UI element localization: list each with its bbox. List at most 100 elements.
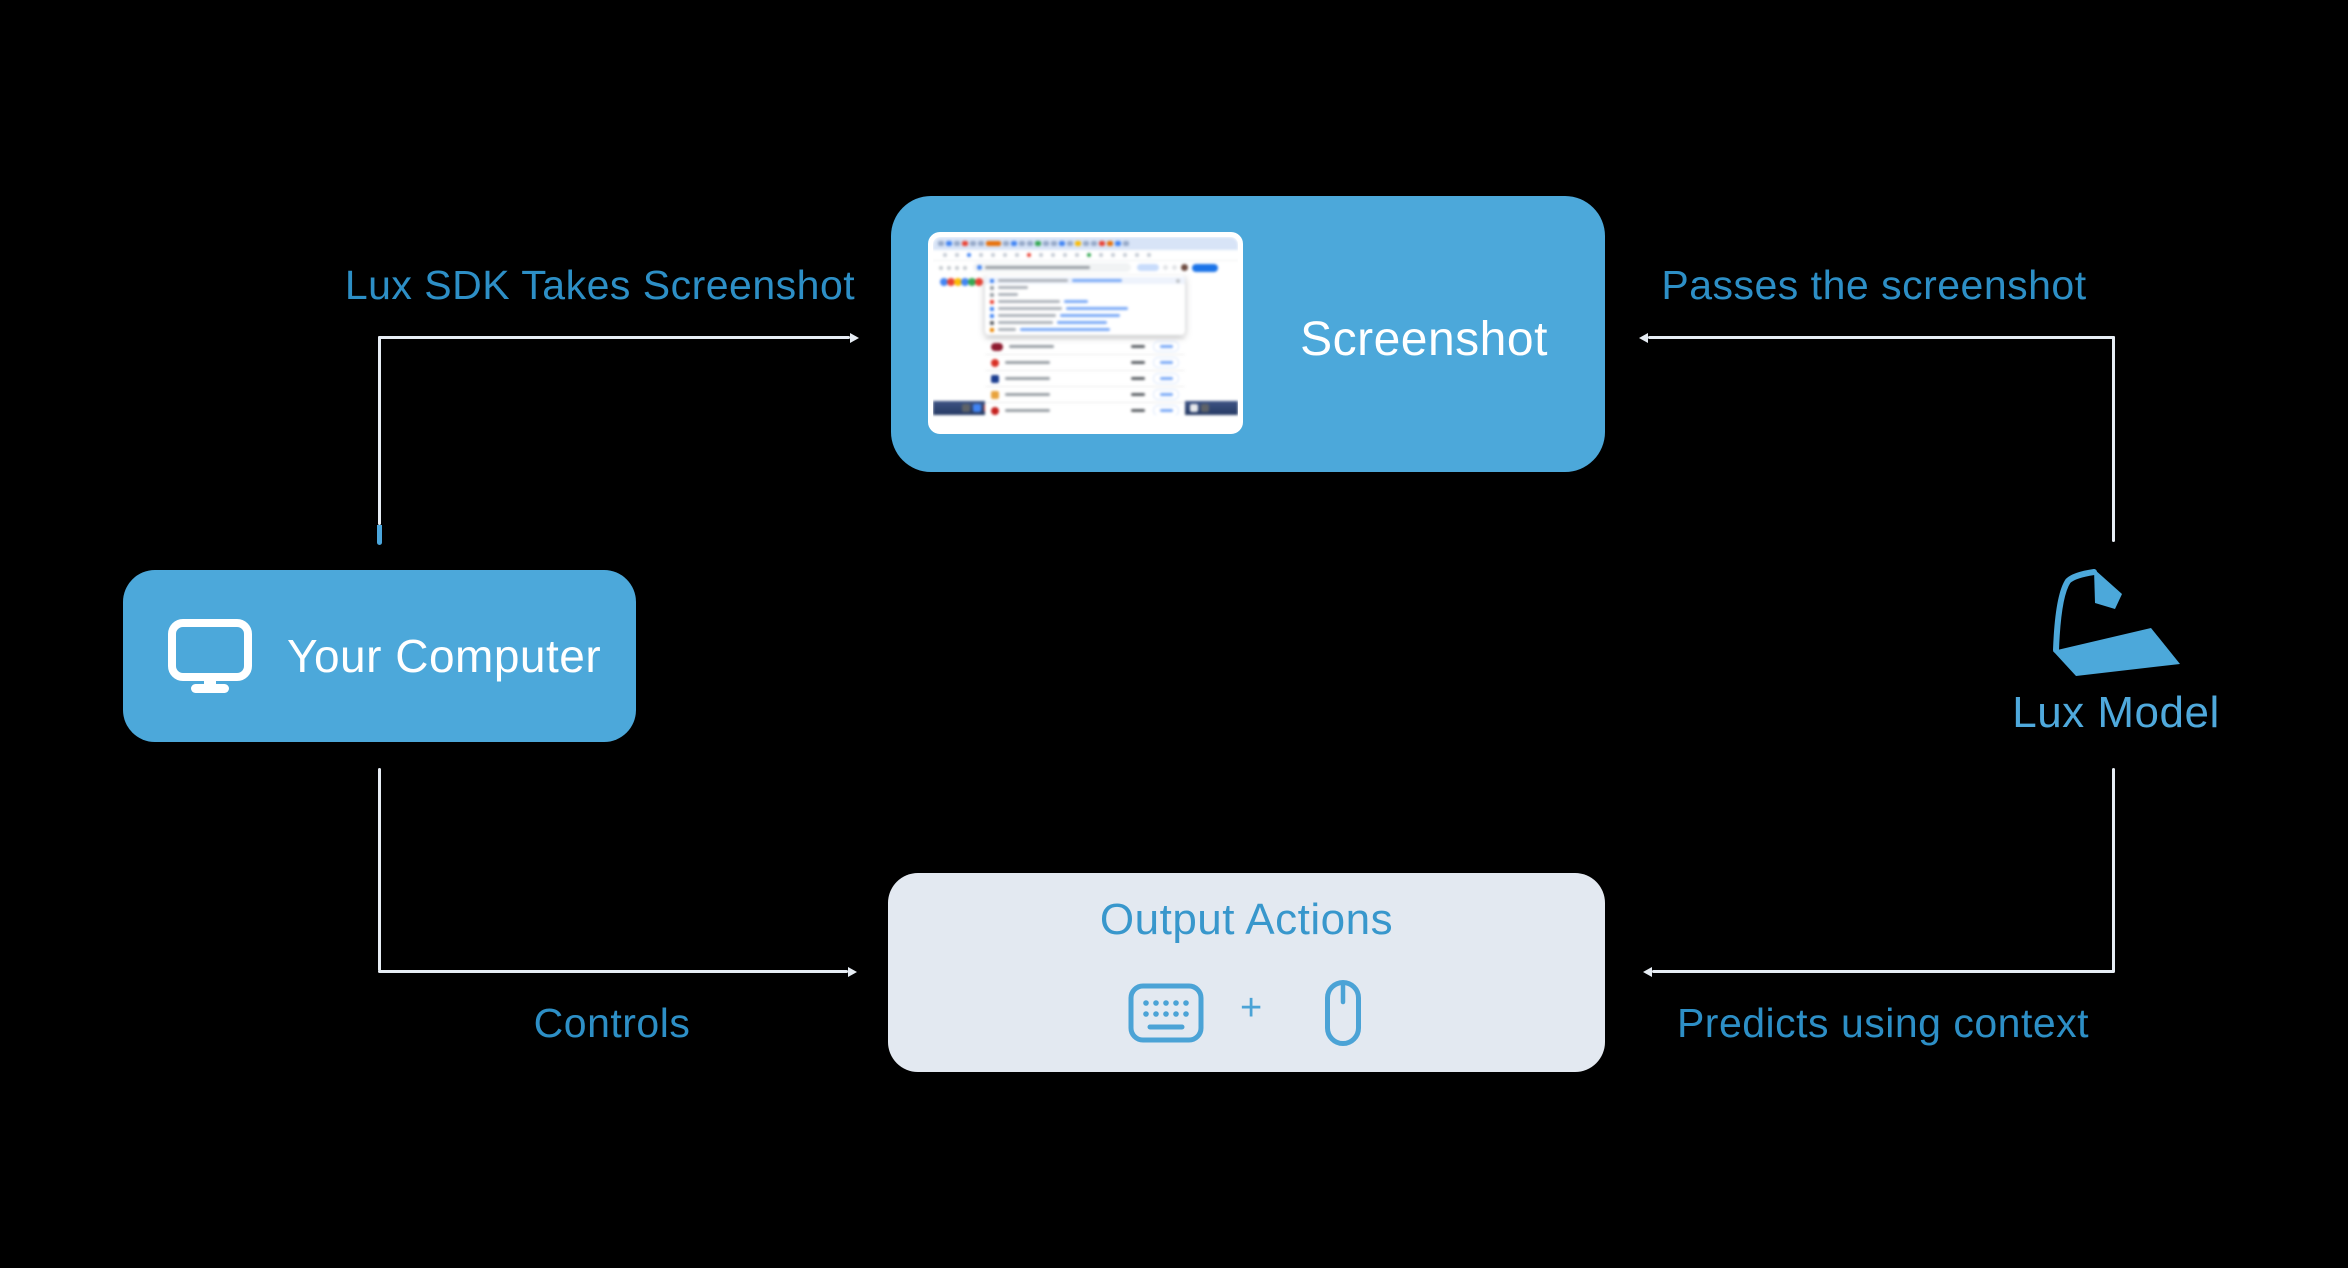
thumb-decor: [1039, 253, 1043, 257]
thumb-decor: [990, 285, 994, 290]
mouse-icon: [1325, 980, 1361, 1046]
thumb-decor: [998, 300, 1060, 303]
thumb-decor: [985, 319, 1185, 326]
thumb-decor: [1083, 241, 1089, 246]
thumb-decor: [985, 305, 1185, 312]
thumb-page-body: [933, 274, 1238, 415]
thumb-decor: [1063, 253, 1067, 257]
thumb-decor: [990, 306, 994, 311]
monitor-icon: [168, 619, 252, 693]
thumb-decor: [968, 278, 976, 286]
thumb-decor: [1059, 241, 1065, 246]
thumb-decor: [1163, 265, 1168, 270]
thumb-decor: [1087, 253, 1091, 257]
thumb-decor: [985, 386, 1185, 402]
thumb-decor: [998, 307, 1062, 310]
thumb-decor: [962, 241, 968, 246]
thumb-decor: [963, 265, 967, 270]
thumb-decor: [1009, 345, 1054, 348]
your-computer-label: Your Computer: [287, 630, 602, 682]
thumb-decor: [990, 278, 994, 283]
thumb-decor: [1153, 373, 1179, 384]
thumb-decor: [955, 265, 959, 270]
thumb-decor: [985, 284, 1185, 291]
thumb-decor: [990, 292, 994, 297]
connector-predicts-vertical: [2112, 768, 2115, 972]
node-screenshot: Screenshot: [891, 196, 1605, 472]
thumb-decor: [1123, 253, 1127, 257]
node-output-actions: Output Actions +: [888, 873, 1605, 1072]
thumb-decor: [1005, 361, 1050, 364]
thumb-decor: [1159, 377, 1173, 380]
thumb-decor: [985, 312, 1185, 319]
thumb-decor: [985, 402, 1185, 415]
thumb-decor: [985, 291, 1185, 298]
thumb-decor: [940, 278, 948, 286]
thumb-decor: [1051, 241, 1057, 246]
thumb-decor: [1019, 241, 1025, 246]
thumb-decor: [943, 253, 947, 257]
thumb-decor: [961, 278, 969, 286]
lux-model-label: Lux Model: [2012, 688, 2220, 737]
thumb-decor: [1190, 404, 1198, 412]
connector-sdk-blue-arrow-tip: [377, 525, 382, 545]
thumb-decor: [991, 342, 1003, 351]
thumb-decor: [1147, 253, 1151, 257]
thumb-decor: [990, 299, 994, 304]
thumb-decor: [1020, 328, 1110, 331]
thumb-decor: [1181, 264, 1188, 271]
thumb-tab-strip: [933, 237, 1238, 250]
thumb-decor: [1072, 279, 1122, 282]
thumb-decor: [947, 265, 951, 270]
thumb-decor: [1099, 241, 1105, 246]
thumb-decor: [1005, 409, 1050, 412]
thumb-decor: [1131, 361, 1145, 364]
thumb-decor: [962, 404, 970, 412]
thumb-decor: [998, 293, 1018, 296]
plus-sign: +: [1240, 987, 1263, 1029]
connector-passes-horizontal: [1648, 336, 2115, 339]
thumb-decor: [939, 265, 943, 270]
thumb-decor: [954, 278, 962, 286]
thumb-decor: [1035, 241, 1041, 246]
thumb-decor: [1015, 253, 1019, 257]
thumb-decor: [991, 374, 999, 383]
thumb-decor: [1111, 253, 1115, 257]
screenshot-label: Screenshot: [1300, 313, 1548, 366]
thumb-decor: [1176, 278, 1180, 283]
thumb-decor: [1011, 241, 1017, 246]
connector-sdk-vertical: [378, 336, 381, 525]
thumb-decor: [991, 253, 995, 257]
thumb-decor: [998, 314, 1056, 317]
thumb-decor: [1131, 409, 1145, 412]
thumb-decor: [1027, 241, 1033, 246]
thumb-decor: [1043, 241, 1049, 246]
thumb-decor: [1201, 404, 1209, 412]
thumb-decor: [975, 278, 983, 286]
thumb-decor: [1067, 241, 1073, 246]
thumb-decor: [1131, 377, 1145, 380]
connector-predicts-horizontal: [1652, 970, 2115, 973]
thumb-decor: [985, 370, 1185, 386]
thumb-decor: [985, 266, 1090, 269]
thumb-decor: [955, 253, 959, 257]
thumb-decor: [1107, 241, 1113, 246]
thumb-results-list: [985, 338, 1185, 415]
thumb-decor: [1135, 253, 1139, 257]
thumb-decor: [1060, 314, 1120, 317]
thumb-decor: [1131, 393, 1145, 396]
thumb-decor: [985, 354, 1185, 370]
thumb-decor: [1159, 409, 1173, 412]
edge-label-sdk-takes-screenshot: Lux SDK Takes Screenshot: [344, 262, 856, 308]
keyboard-icon: [1128, 983, 1204, 1043]
thumb-decor: [978, 241, 984, 246]
thumb-decor: [1064, 300, 1088, 303]
thumb-decor: [985, 298, 1185, 305]
thumb-decor: [977, 265, 982, 270]
connector-sdk-arrowhead: [850, 333, 859, 343]
connector-predicts-arrowhead: [1643, 967, 1652, 977]
thumb-decor: [1003, 253, 1007, 257]
thumb-decor: [985, 338, 1185, 354]
thumb-decor: [991, 390, 999, 399]
